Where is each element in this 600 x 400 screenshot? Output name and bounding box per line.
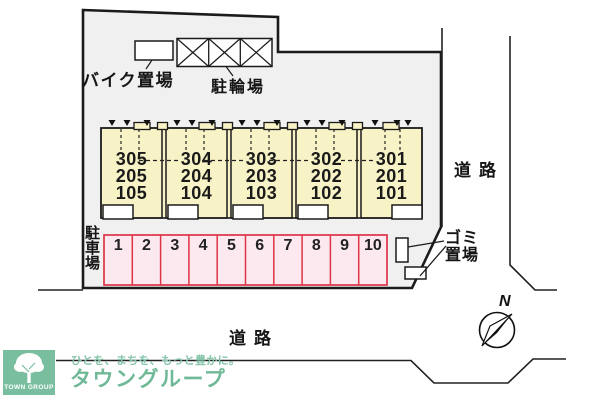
parking-space-number: 3	[170, 237, 180, 254]
parking-space-number: 1	[113, 237, 123, 254]
town-group-logo	[3, 350, 55, 395]
parking-space-number: 8	[311, 237, 321, 254]
logo-name: タウングループ	[70, 368, 227, 391]
garbage-area-label: ゴミ 置場	[445, 230, 480, 264]
roof-notches	[133, 121, 400, 131]
road-lines	[38, 28, 566, 384]
room-numbers-unit-2: 304 204 104	[180, 149, 213, 203]
parking-row	[103, 234, 388, 286]
building-block	[100, 120, 423, 220]
compass-icon	[478, 311, 516, 349]
road-label-bottom: 道路	[229, 329, 279, 348]
entrance-triangle-icons	[108, 120, 412, 126]
parking-area-label: 駐車場	[85, 225, 101, 272]
parking-space-number: 7	[283, 237, 293, 254]
balcony-dashed-lines	[120, 129, 401, 162]
bike-storage-leader	[145, 59, 153, 70]
parking-space-number: 10	[363, 237, 382, 254]
road-label-right: 道路	[454, 161, 504, 180]
bicycle-parking-label: 駐輪場	[211, 79, 266, 96]
bike-storage-box	[134, 40, 174, 61]
parking-space-number: 9	[340, 237, 350, 254]
room-numbers-unit-1: 305 205 105	[115, 149, 148, 203]
bike-storage-label: バイク置場	[82, 71, 175, 90]
compass-north-label: N	[499, 293, 511, 310]
parking-space-number: 4	[198, 237, 208, 254]
bicycle-parking-box	[176, 37, 273, 68]
logo-tagline: ひとを、まちを、もっと豊かに。	[71, 355, 241, 367]
tree-icon	[14, 353, 44, 383]
room-numbers-unit-4: 302 202 102	[310, 149, 343, 203]
garbage-leader-lines	[407, 240, 447, 277]
bicycle-parking-leader	[225, 66, 234, 77]
parking-space-number: 5	[226, 237, 236, 254]
logo-badge: TOWN GROUP	[4, 384, 54, 391]
room-numbers-unit-3: 303 203 103	[245, 149, 278, 203]
parking-space-number: 2	[142, 237, 151, 254]
room-numbers-unit-5: 301 201 101	[375, 149, 408, 203]
entrance-porches	[102, 204, 423, 220]
parking-space-number: 6	[255, 237, 265, 254]
